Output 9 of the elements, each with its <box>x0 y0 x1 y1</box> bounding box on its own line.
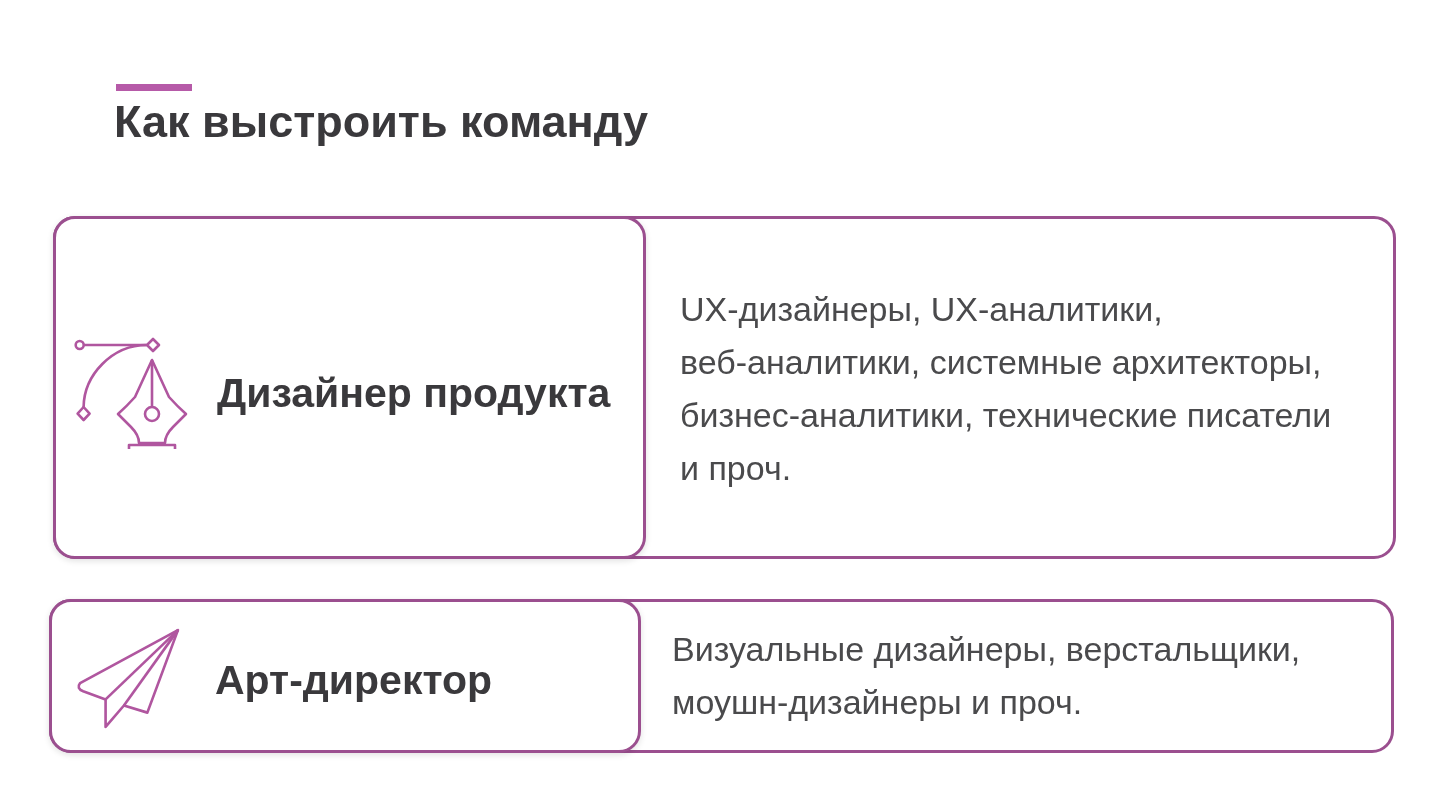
role-card <box>53 216 1396 559</box>
slide-title: Как выстроить команду <box>114 96 648 148</box>
role-description: Визуальные дизайнеры, верстальщики, моушн-дизайнеры и проч. <box>672 629 1302 723</box>
role-title-box <box>49 599 641 753</box>
role-title-box <box>53 216 646 559</box>
role-description: UX-дизайнеры, UX-аналитики, веб-аналитики, системные архитекторы, бизнес-аналитики, технические писатели и проч. <box>680 289 1333 489</box>
role-title: Арт-директор <box>215 656 493 704</box>
role-card <box>49 599 1394 753</box>
role-title: Дизайнер продукта <box>217 369 611 417</box>
